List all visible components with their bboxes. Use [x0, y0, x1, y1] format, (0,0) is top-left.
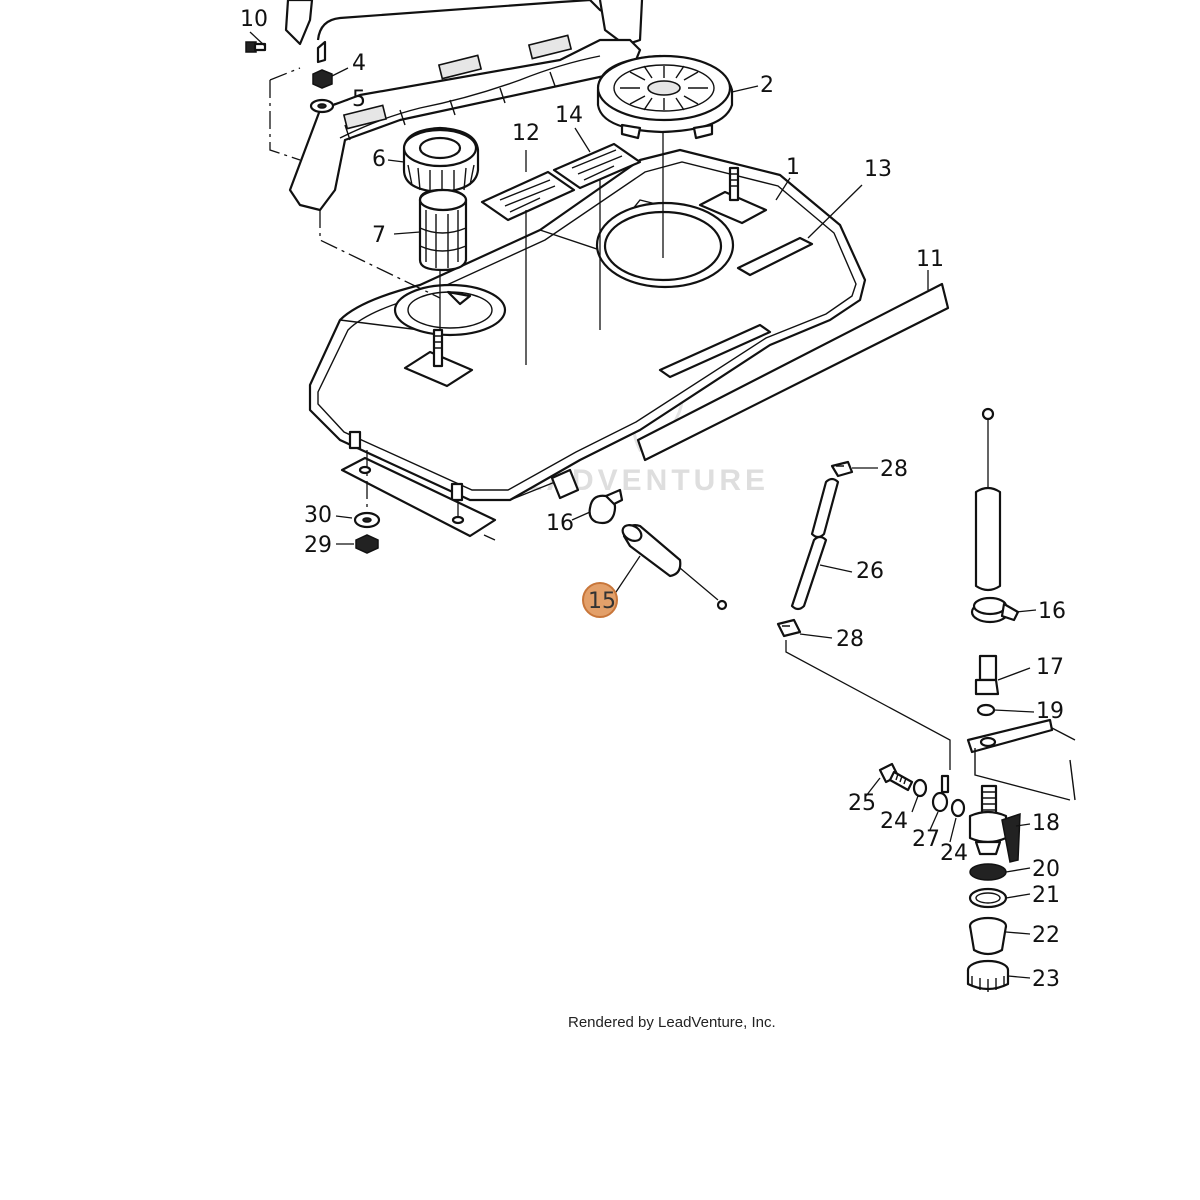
washer-5	[309, 98, 335, 114]
callout-29[interactable]: 29	[304, 533, 332, 558]
union-17	[974, 654, 1000, 696]
filter-screen-20	[969, 863, 1007, 881]
callout-28-bottom[interactable]: 28	[836, 627, 864, 652]
washer-30	[353, 511, 381, 529]
decal-11	[636, 282, 950, 462]
label-14	[552, 142, 642, 190]
clamp-16a	[588, 488, 624, 525]
callout-27[interactable]: 27	[912, 827, 940, 852]
callout-10[interactable]: 10	[240, 7, 268, 32]
leader-lines	[249, 31, 1037, 979]
callout-17[interactable]: 17	[1036, 655, 1064, 680]
callout-24-left[interactable]: 24	[880, 809, 908, 834]
callout-labels: 10 4 5 2 14 12 6 1 13 7 11 28 16 30 29 2…	[240, 7, 1066, 992]
bolt-10	[245, 41, 267, 53]
washer-24a	[912, 778, 928, 798]
callout-25[interactable]: 25	[848, 791, 876, 816]
callout-30[interactable]: 30	[304, 503, 332, 528]
fuel-cock-18	[968, 784, 1021, 863]
callout-16-left[interactable]: 16	[546, 511, 574, 536]
callout-7[interactable]: 7	[372, 223, 386, 248]
render-credit: Rendered by LeadVenture, Inc.	[568, 1014, 776, 1031]
nut-4	[312, 69, 333, 89]
callout-5[interactable]: 5	[352, 87, 366, 112]
fuel-tube	[974, 486, 1002, 592]
callout-15[interactable]: 15	[588, 589, 616, 614]
strainer-7	[418, 188, 468, 272]
clamp-28a	[830, 460, 854, 478]
callout-28-top[interactable]: 28	[880, 457, 908, 482]
washer-24b	[950, 798, 966, 818]
callout-6[interactable]: 6	[372, 147, 386, 172]
callout-22[interactable]: 22	[1032, 923, 1060, 948]
bracket-right	[966, 718, 1076, 801]
callout-23[interactable]: 23	[1032, 967, 1060, 992]
hose-15	[621, 524, 682, 578]
callout-12[interactable]: 12	[512, 121, 540, 146]
highlight-circle-15	[582, 582, 618, 618]
bolt-25	[878, 762, 914, 792]
clamp-28b	[776, 618, 802, 638]
sediment-cup-22	[968, 916, 1008, 956]
ring-nut-23	[966, 959, 1010, 992]
fuel-tank-1	[308, 148, 867, 502]
callout-2[interactable]: 2	[760, 73, 774, 98]
callout-4[interactable]: 4	[352, 51, 366, 76]
callout-1[interactable]: 1	[786, 155, 800, 180]
callout-24-right[interactable]: 24	[940, 841, 968, 866]
filter-screen-2	[596, 54, 734, 140]
callout-20[interactable]: 20	[1032, 857, 1060, 882]
hose-26	[790, 477, 840, 611]
callout-26[interactable]: 26	[856, 559, 884, 584]
callout-11[interactable]: 11	[916, 247, 944, 272]
callout-16-right[interactable]: 16	[1038, 599, 1066, 624]
callout-19[interactable]: 19	[1036, 699, 1064, 724]
spacer-27	[931, 774, 950, 813]
callout-14[interactable]: 14	[555, 103, 583, 128]
clamp-16b	[970, 596, 1020, 624]
o-ring-19	[976, 703, 996, 717]
callout-18[interactable]: 18	[1032, 811, 1060, 836]
label-12	[480, 170, 576, 222]
nut-29	[355, 534, 379, 554]
mounting-bracket	[340, 456, 497, 541]
callout-21[interactable]: 21	[1032, 883, 1060, 908]
callout-13[interactable]: 13	[864, 157, 892, 182]
fuel-cap-6	[402, 126, 480, 194]
gasket-21	[968, 887, 1008, 909]
